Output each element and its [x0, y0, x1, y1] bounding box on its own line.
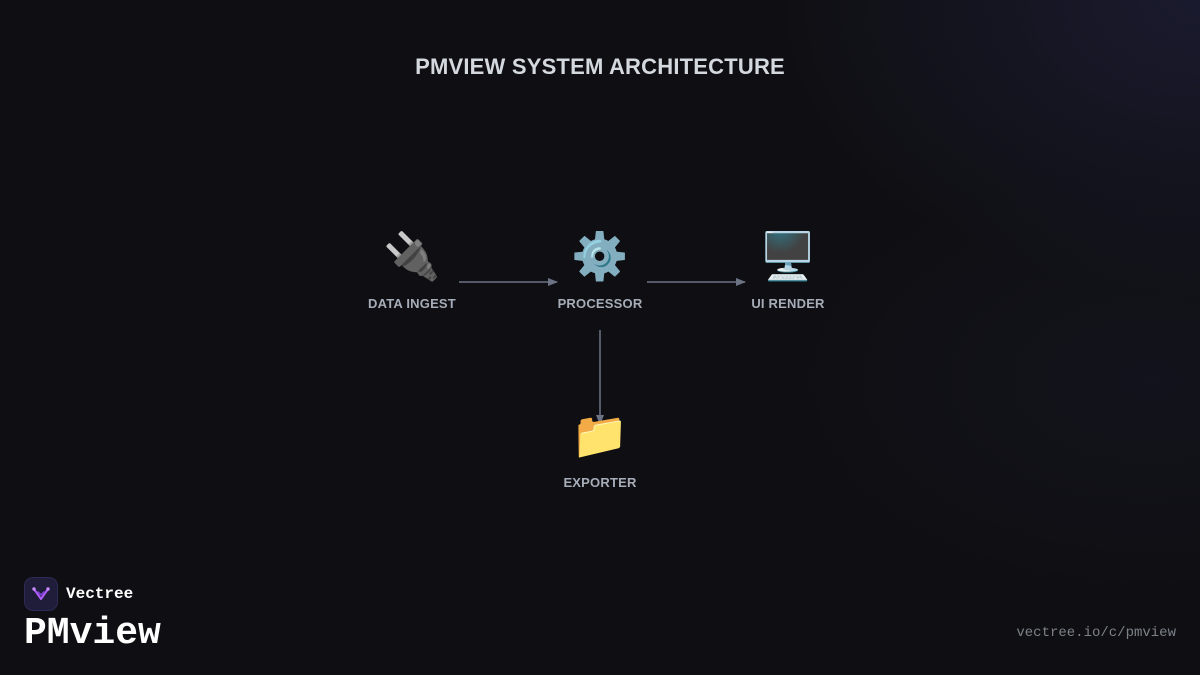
- diagram-title: PMVIEW SYSTEM ARCHITECTURE: [415, 54, 785, 79]
- node-processor: ⚙️ PROCESSOR: [530, 228, 670, 311]
- folder-icon: 📁: [571, 409, 629, 461]
- company-name: Vectree: [66, 585, 134, 603]
- brand-row: Vectree: [24, 577, 161, 611]
- node-exporter: 📁 EXPORTER: [530, 407, 670, 490]
- node-label: UI RENDER: [751, 296, 825, 311]
- product-name: PMview: [24, 612, 161, 655]
- gear-icon: ⚙️: [571, 230, 629, 282]
- node-label: EXPORTER: [563, 475, 637, 490]
- plug-icon: 🔌: [383, 230, 441, 282]
- node-label: DATA INGEST: [368, 296, 456, 311]
- node-data-ingest: 🔌 DATA INGEST: [342, 228, 482, 311]
- brand-block: Vectree PMview: [24, 577, 161, 655]
- monitor-icon: 🖥️: [759, 230, 817, 282]
- node-label: PROCESSOR: [557, 296, 643, 311]
- product-url: vectree.io/c/pmview: [1016, 625, 1176, 641]
- vectree-logo-icon: [24, 577, 58, 611]
- node-ui-render: 🖥️ UI RENDER: [718, 228, 858, 311]
